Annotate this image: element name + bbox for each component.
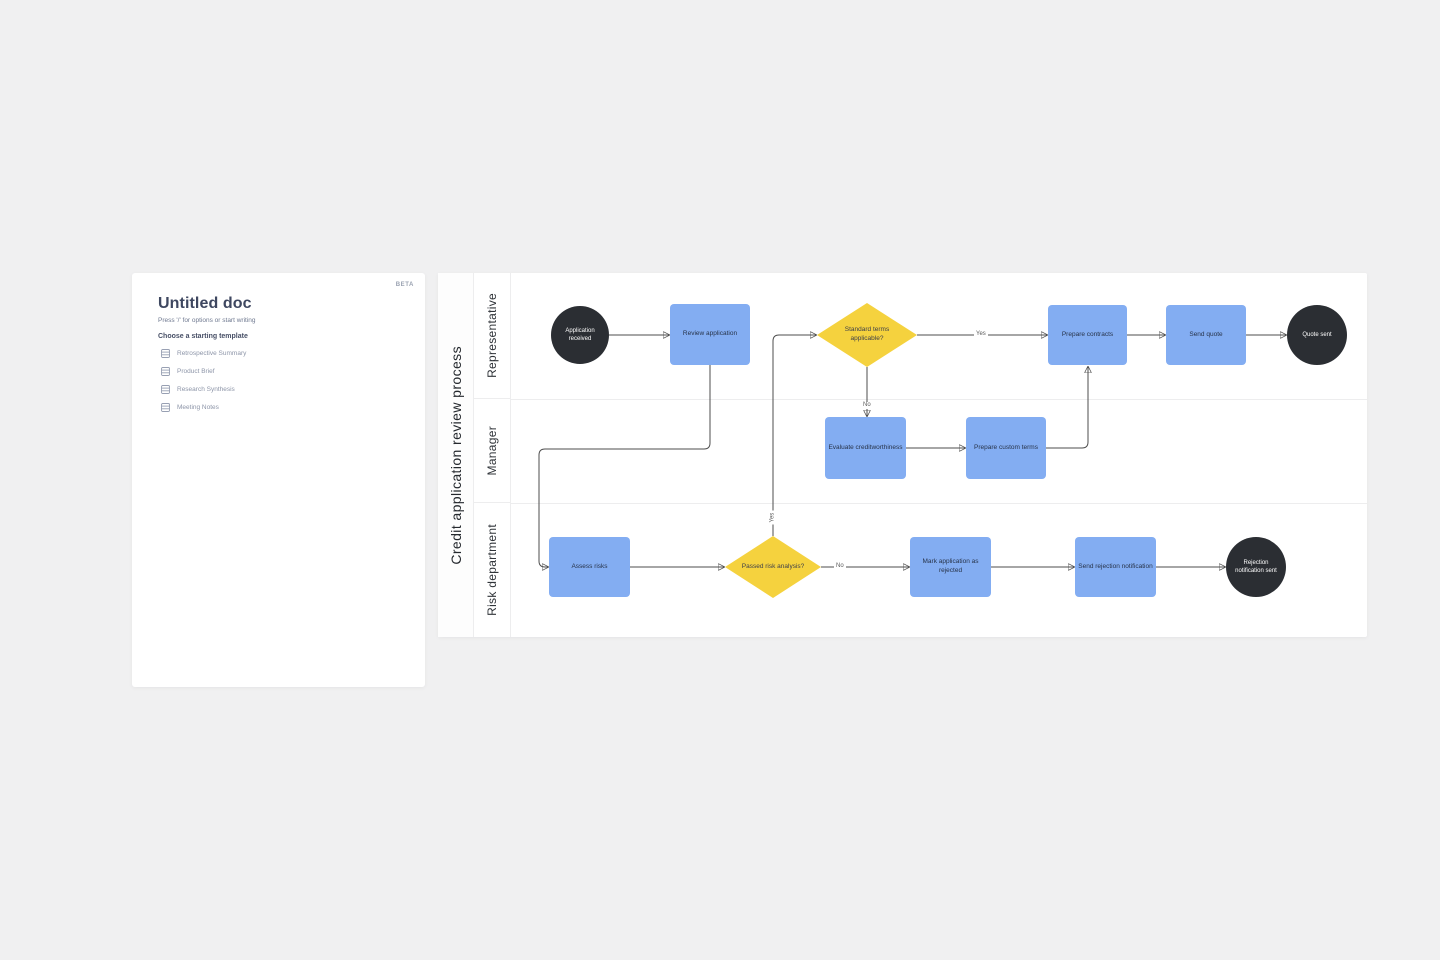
lane-label-column: Representative Manager Risk department <box>473 273 511 637</box>
templates-heading: Choose a starting template <box>158 333 248 340</box>
template-doc-icon <box>161 366 170 376</box>
template-item-retrospective-summary[interactable]: Retrospective Summary <box>161 344 246 362</box>
beta-badge: BETA <box>395 282 414 288</box>
edge-customterms-to-contracts <box>1046 367 1088 449</box>
template-item-meeting-notes[interactable]: Meeting Notes <box>161 398 246 416</box>
doc-panel: BETA Untitled doc Press '/' for options … <box>132 273 425 687</box>
lane-divider <box>510 399 1367 400</box>
node-quote-sent[interactable]: Quote sent <box>1287 305 1347 365</box>
node-evaluate-creditworthiness[interactable]: Evaluate creditworthiness <box>825 417 906 479</box>
template-doc-icon <box>161 348 170 358</box>
lane-label-representative[interactable]: Representative <box>473 273 510 399</box>
node-standard-terms-applicable[interactable]: Standard terms applicable? <box>817 303 917 367</box>
node-application-received[interactable]: Application received <box>551 306 609 364</box>
template-list: Retrospective Summary Product Brief Rese… <box>161 344 246 416</box>
edge-review-to-assess <box>538 365 711 567</box>
flowchart-panel: Credit application review process Repres… <box>438 273 1367 637</box>
node-passed-risk-analysis[interactable]: Passed risk analysis? <box>725 536 821 598</box>
template-item-label: Product Brief <box>177 367 215 375</box>
lane-label-manager[interactable]: Manager <box>473 399 510 503</box>
node-assess-risks[interactable]: Assess risks <box>549 537 630 597</box>
node-rejection-notification-sent[interactable]: Rejection notification sent <box>1226 537 1286 597</box>
edge-label-no: No <box>861 402 873 410</box>
node-review-application[interactable]: Review application <box>670 304 750 365</box>
template-item-label: Research Synthesis <box>177 385 235 393</box>
template-item-label: Retrospective Summary <box>177 349 247 357</box>
doc-title[interactable]: Untitled doc <box>158 295 252 312</box>
edge-passedrisk-yes-to-standardterms <box>772 335 816 536</box>
template-doc-icon <box>161 384 170 394</box>
node-prepare-custom-terms[interactable]: Prepare custom terms <box>966 417 1046 479</box>
template-doc-icon <box>161 402 170 412</box>
diagram-title-column: Credit application review process <box>438 273 474 637</box>
doc-editor-placeholder[interactable]: Press '/' for options or start writing <box>158 317 256 324</box>
node-mark-application-rejected[interactable]: Mark application as rejected <box>910 537 991 597</box>
node-send-quote[interactable]: Send quote <box>1166 305 1246 365</box>
edge-label-yes: Yes <box>769 510 777 525</box>
template-item-product-brief[interactable]: Product Brief <box>161 362 246 380</box>
node-send-rejection-notification[interactable]: Send rejection notification <box>1075 537 1156 597</box>
template-item-research-synthesis[interactable]: Research Synthesis <box>161 380 246 398</box>
node-prepare-contracts[interactable]: Prepare contracts <box>1048 305 1127 365</box>
template-item-label: Meeting Notes <box>177 403 219 411</box>
edge-label-yes: Yes <box>974 331 988 339</box>
lane-divider <box>510 503 1367 504</box>
edge-label-no: No <box>834 563 846 571</box>
